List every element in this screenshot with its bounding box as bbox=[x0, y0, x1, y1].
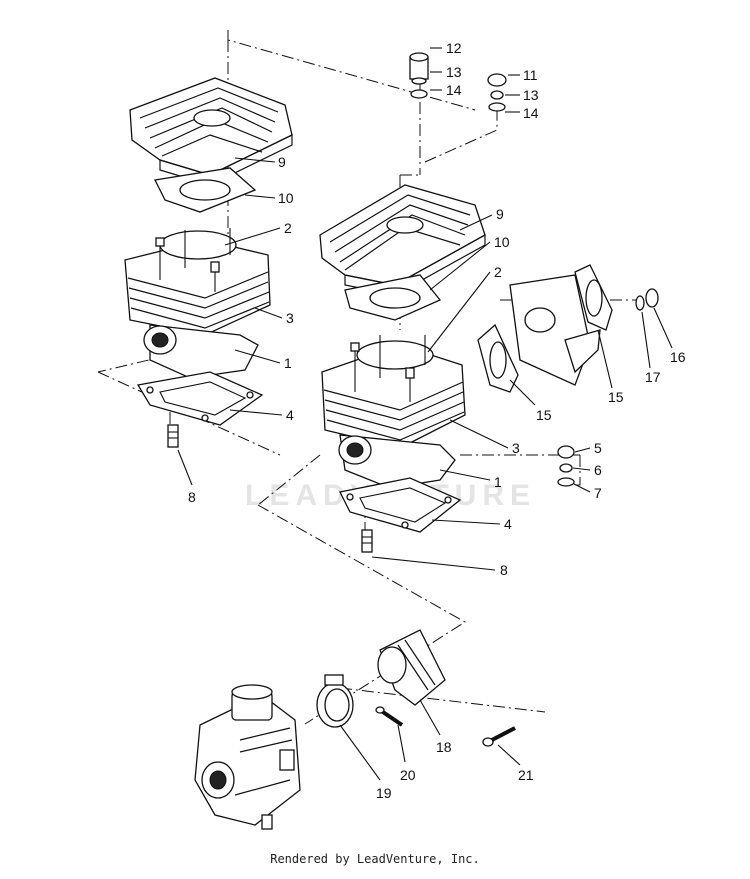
crankcase-left bbox=[143, 324, 259, 379]
callout-3b: 3 bbox=[512, 440, 520, 456]
callout-8a: 8 bbox=[188, 489, 196, 505]
stud-left bbox=[167, 424, 179, 448]
base-gasket-right bbox=[339, 477, 462, 533]
screw-21 bbox=[482, 726, 516, 747]
callout-14a: 14 bbox=[446, 82, 462, 98]
stud-right bbox=[361, 529, 373, 553]
callout-5: 5 bbox=[594, 440, 602, 456]
leader-lines bbox=[177, 47, 673, 781]
callout-14b: 14 bbox=[523, 105, 539, 121]
callout-7: 7 bbox=[594, 485, 602, 501]
callout-4a: 4 bbox=[286, 407, 294, 423]
cylinder-head-right bbox=[319, 184, 486, 296]
callout-15b: 15 bbox=[608, 389, 624, 405]
nut-11 bbox=[487, 73, 507, 112]
callout-19: 19 bbox=[376, 785, 392, 801]
callout-4b: 4 bbox=[504, 516, 512, 532]
callout-8b: 8 bbox=[500, 562, 508, 578]
callout-13a: 13 bbox=[446, 64, 462, 80]
callout-18: 18 bbox=[436, 739, 452, 755]
callout-9b: 9 bbox=[496, 206, 504, 222]
callout-21: 21 bbox=[518, 767, 534, 783]
exhaust-flange bbox=[509, 274, 601, 386]
exhaust-gasket-15b bbox=[574, 264, 613, 331]
nut-12 bbox=[409, 52, 429, 99]
cylinder-right bbox=[321, 335, 466, 449]
cylinder-head-left bbox=[129, 77, 293, 186]
callout-16: 16 bbox=[670, 349, 686, 365]
callout-10a: 10 bbox=[278, 190, 294, 206]
carburetor bbox=[194, 684, 301, 830]
callout-2b: 2 bbox=[494, 264, 502, 280]
screw-20 bbox=[375, 706, 404, 727]
callout-6: 6 bbox=[594, 462, 602, 478]
crankcase-right bbox=[338, 434, 456, 489]
head-gasket-right bbox=[344, 274, 442, 321]
callout-9a: 9 bbox=[278, 154, 286, 170]
callout-2a: 2 bbox=[284, 220, 292, 236]
callout-12: 12 bbox=[446, 40, 462, 56]
callout-1b: 1 bbox=[494, 474, 502, 490]
base-gasket-left bbox=[136, 371, 264, 426]
callout-3a: 3 bbox=[286, 310, 294, 326]
callout-15a: 15 bbox=[536, 407, 552, 423]
callout-labels: 12 13 14 11 13 14 9 10 2 3 1 4 8 9 10 2 … bbox=[188, 40, 686, 801]
callout-11: 11 bbox=[523, 67, 538, 83]
nut-16 bbox=[635, 288, 659, 311]
nut-5 bbox=[557, 445, 575, 487]
footer-credit: Rendered by LeadVenture, Inc. bbox=[270, 852, 480, 866]
callout-17: 17 bbox=[645, 369, 661, 385]
intake-boot-18 bbox=[377, 629, 446, 706]
head-gasket-left bbox=[154, 167, 257, 213]
callout-13b: 13 bbox=[523, 87, 539, 103]
cylinder-left bbox=[124, 228, 271, 336]
callout-20: 20 bbox=[400, 767, 416, 783]
clamp-19 bbox=[316, 674, 354, 728]
callout-10b: 10 bbox=[494, 234, 510, 250]
callout-1a: 1 bbox=[284, 355, 292, 371]
